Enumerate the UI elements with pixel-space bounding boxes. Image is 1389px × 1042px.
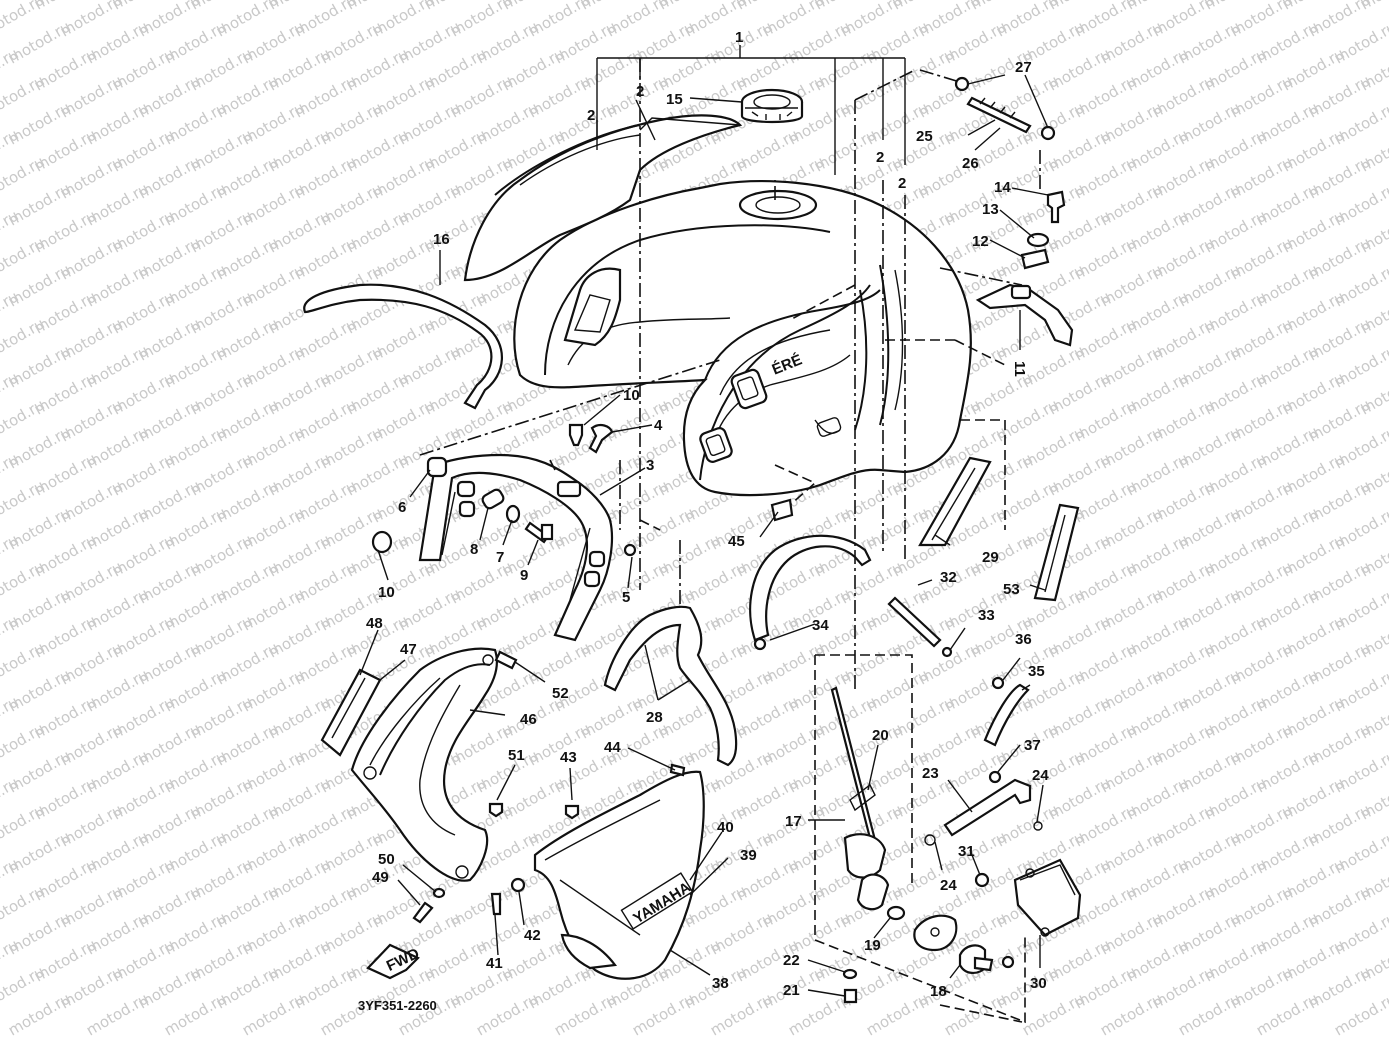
callout-28: 28 — [646, 709, 663, 726]
watermark-text: motod.ru — [5, 989, 74, 1039]
callout-2d: 2 — [898, 175, 906, 192]
callout-22: 22 — [783, 952, 800, 969]
callout-36: 36 — [1015, 631, 1032, 648]
figure-code: 3YF351-2260 — [358, 998, 437, 1013]
callout-29: 29 — [982, 549, 999, 566]
callout-47: 47 — [400, 641, 417, 658]
watermark-text: motod.ru — [863, 989, 932, 1039]
hose-16 — [303, 283, 503, 410]
callout-32: 32 — [940, 569, 957, 586]
callout-35: 35 — [1028, 663, 1045, 680]
small-fasteners — [412, 650, 686, 924]
fuel-cap — [740, 88, 804, 124]
callout-10b: 10 — [378, 584, 395, 601]
watermark-text: motod.ru — [473, 989, 542, 1039]
callout-5: 5 — [622, 589, 630, 606]
fwd-arrow-icon: FWD — [366, 943, 422, 980]
leader-lines — [359, 45, 1049, 1024]
callout-12: 12 — [972, 233, 989, 250]
watermark-text: motod.ru — [161, 989, 230, 1039]
callout-17: 17 — [785, 813, 802, 830]
callout-2c: 2 — [876, 149, 884, 166]
watermark-text: motod.ru — [629, 989, 698, 1039]
callout-42: 42 — [524, 927, 541, 944]
watermark-text: motod.ru — [551, 989, 620, 1039]
callout-21: 21 — [783, 982, 800, 999]
fuel-cock-assembly — [830, 686, 1015, 1004]
fuel-pump — [924, 676, 1082, 937]
callout-50: 50 — [378, 851, 395, 868]
callout-20: 20 — [872, 727, 889, 744]
watermark-text: motod.ru — [707, 989, 776, 1039]
watermark-text: motod.ru — [941, 989, 1010, 1039]
hoses-34-32 — [749, 534, 953, 658]
hardware — [371, 76, 1074, 557]
side-panel-upper — [463, 114, 743, 282]
callout-23: 23 — [922, 765, 939, 782]
callout-9: 9 — [520, 567, 528, 584]
watermark-text: motod.ru — [239, 989, 308, 1039]
callout-26: 26 — [962, 155, 979, 172]
callout-8: 8 — [470, 541, 478, 558]
callout-10a: 10 — [623, 387, 640, 404]
callout-2a: 2 — [587, 107, 595, 124]
callout-46: 46 — [520, 711, 537, 728]
callout-19: 19 — [864, 937, 881, 954]
callout-18: 18 — [930, 983, 947, 1000]
callout-labels: 1 2 2 2 2 3 4 5 6 7 8 9 10 10 11 12 13 1… — [366, 29, 1049, 1000]
watermark-text: motod.ru — [1019, 989, 1088, 1039]
watermark-text: motod.ru — [83, 989, 152, 1039]
watermark-text: motod.ru — [1253, 989, 1322, 1039]
callout-43: 43 — [560, 749, 577, 766]
callout-45: 45 — [728, 533, 745, 550]
tank-pads — [918, 456, 1080, 602]
callout-33: 33 — [978, 607, 995, 624]
callout-27: 27 — [1015, 59, 1032, 76]
callout-41: 41 — [486, 955, 503, 972]
callout-30: 30 — [1030, 975, 1047, 992]
watermark-text: motod.ru — [317, 989, 386, 1039]
callout-4: 4 — [654, 417, 663, 434]
callout-14: 14 — [994, 179, 1011, 196]
callout-37: 37 — [1024, 737, 1041, 754]
callout-7: 7 — [496, 549, 504, 566]
callout-16: 16 — [433, 231, 450, 248]
callout-15: 15 — [666, 91, 683, 108]
lower-cowl: YAMAHA — [533, 770, 705, 980]
callout-13: 13 — [982, 201, 999, 218]
callout-44: 44 — [604, 739, 621, 756]
callout-39: 39 — [740, 847, 757, 864]
callout-34: 34 — [812, 617, 829, 634]
callout-38: 38 — [712, 975, 729, 992]
callout-49: 49 — [372, 869, 389, 886]
watermark-text: motod.ru — [1175, 989, 1244, 1039]
callout-1: 1 — [735, 29, 743, 46]
callout-40: 40 — [717, 819, 734, 836]
callout-51: 51 — [508, 747, 525, 764]
band-28 — [603, 605, 738, 767]
callout-52: 52 — [552, 685, 569, 702]
callout-3: 3 — [646, 457, 654, 474]
callout-31: 31 — [958, 843, 975, 860]
callout-24b: 24 — [940, 877, 957, 894]
callout-24a: 24 — [1032, 767, 1049, 784]
callout-53: 53 — [1003, 581, 1020, 598]
watermark-text: motod.ru — [1097, 989, 1166, 1039]
callout-48: 48 — [366, 615, 383, 632]
bracket-3 — [418, 453, 614, 642]
callout-25: 25 — [916, 128, 933, 145]
callout-2b: 2 — [636, 83, 644, 100]
callout-11: 11 — [1011, 361, 1028, 377]
watermark-text: motod.ru — [395, 989, 464, 1039]
callout-6: 6 — [398, 499, 406, 516]
fuel-tank: ÉRÉ — [513, 180, 972, 497]
